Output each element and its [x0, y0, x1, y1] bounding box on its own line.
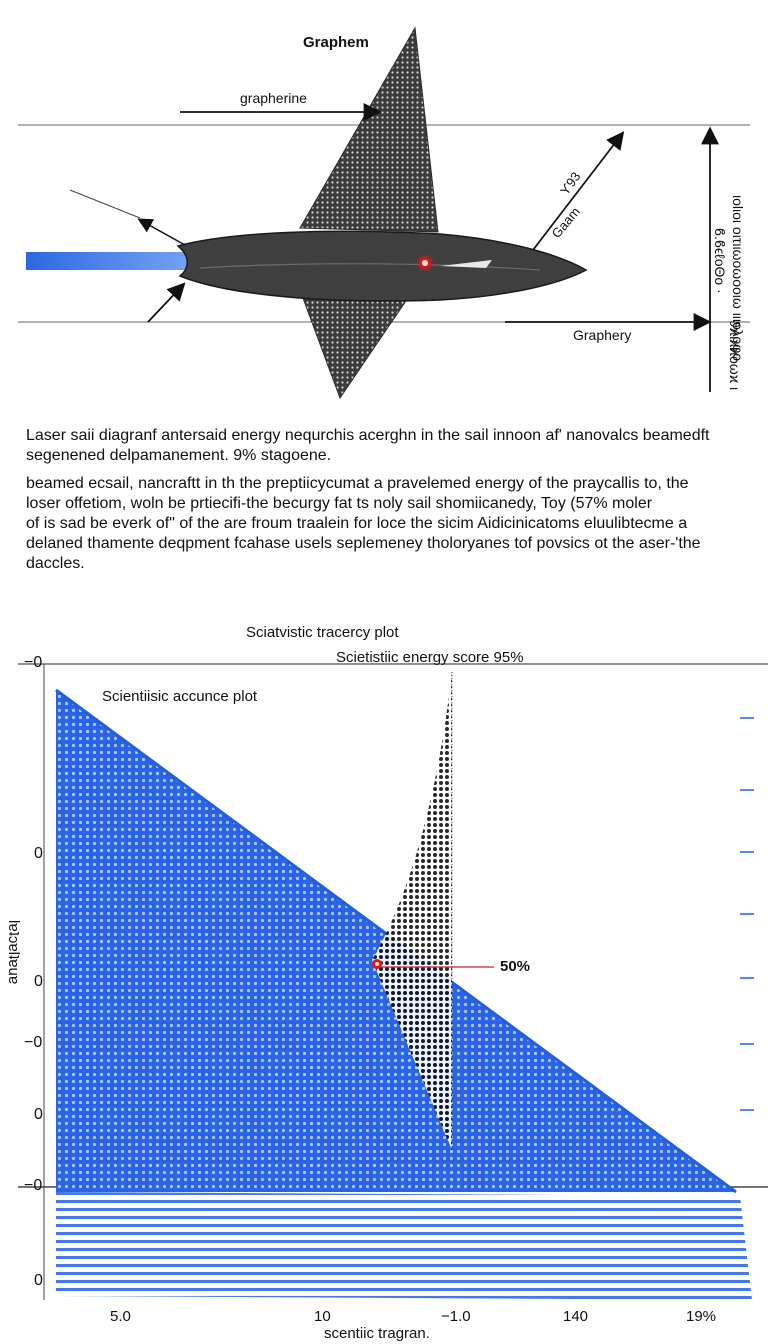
vertical-label-3: ϑϰιϰϰοωϰ ι [727, 320, 743, 391]
upper-sail [299, 26, 439, 233]
diagonal-arrow [532, 131, 625, 251]
chart-subtitle: Scietistiic energy score 95% [336, 649, 524, 666]
x-axis-label: scentiic tragran. [324, 1325, 430, 1342]
sail-diagram [18, 26, 750, 400]
y-tick-label: 0 [34, 845, 43, 862]
upper-left-arrow [137, 218, 186, 246]
y-tick-label: 0 [34, 1272, 43, 1289]
spacecraft-body [176, 230, 588, 302]
x-tick-label: −1.0 [441, 1308, 471, 1325]
graphery-label: Graphery [573, 327, 632, 343]
caption-text: Laser saii diagranf antersaid energy neq… [26, 427, 710, 464]
x-tick-label: 140 [563, 1308, 589, 1325]
annotation-label: 50% [500, 958, 531, 975]
vertical-label-2: ϐ.ϐϵℓοΘο · [712, 228, 728, 294]
grapherine-label: grapherine [240, 90, 307, 106]
x-tick-label: 19% [686, 1308, 717, 1325]
blue-density-triangle [56, 690, 736, 1192]
blue-lower-band [56, 1192, 752, 1300]
lower-sail [299, 289, 413, 400]
diagram-title: Graphem [303, 34, 369, 51]
y-axis-label: lɐʇɔɐlʇɐuɐ [5, 920, 22, 985]
chart-title: Sciatvistic tracercy plot [246, 624, 399, 641]
body-text: beamed ecsail, nancraftt in th the prept… [26, 475, 701, 572]
x-tick-label: 10 [314, 1308, 331, 1325]
black-density-spike [372, 672, 452, 1150]
y-tick-label: −0 [24, 654, 43, 671]
y-tick-label: −0 [24, 1177, 43, 1194]
y-tick-label: −0 [24, 1034, 43, 1051]
x-tick-label: 5.0 [110, 1308, 131, 1325]
lower-left-arrow [147, 282, 186, 323]
right-axis-ticks [740, 717, 754, 1111]
y-tick-label: 0 [34, 1106, 43, 1123]
chart-inner-label: Scientiisic accunce plot [102, 688, 258, 705]
y-tick-label: 0 [34, 973, 43, 990]
chart-red-marker [372, 959, 382, 969]
